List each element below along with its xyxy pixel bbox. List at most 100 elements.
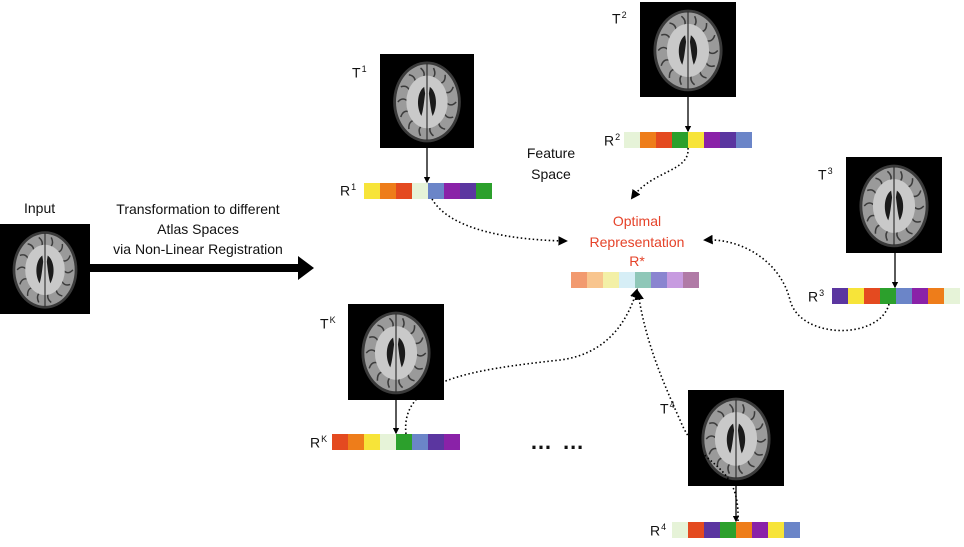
rep-cell-r3-5	[896, 288, 912, 304]
template-label-t3: T3	[818, 166, 833, 183]
dotted-arrow-r3	[703, 234, 890, 332]
optimal-line-2: Representation	[589, 234, 685, 250]
rep-cell-rk-1	[332, 434, 348, 450]
feature-space-label: Feature Space	[514, 143, 588, 185]
rep-cell-r4-7	[768, 522, 784, 538]
rep-label-r1-base: R	[340, 182, 351, 199]
template-label-t4-base: T	[660, 400, 669, 417]
rep-label-r2-sup: 2	[615, 132, 621, 142]
rep-cell-r4-2	[688, 522, 704, 538]
optimal-representation-label: Optimal Representation R*	[566, 211, 708, 270]
ellipsis: … …	[530, 429, 587, 454]
rep-cell-r3-6	[912, 288, 928, 304]
rep-cell-r1-7	[460, 183, 476, 199]
rep-cell-rk-7	[428, 434, 444, 450]
template-label-t4-sup: 4	[669, 400, 675, 410]
input-label: Input	[24, 200, 56, 216]
template-brain-tk	[348, 304, 444, 400]
rep-cell-r4-4	[720, 522, 736, 538]
template-brain-t1	[380, 54, 474, 148]
rep-label-r3: R3	[808, 288, 824, 305]
rep-cell-r3-2	[848, 288, 864, 304]
rep-cell-r3-4	[880, 288, 896, 304]
template-label-t2: T2	[612, 10, 627, 27]
rep-cell-rstar-6	[651, 272, 667, 288]
rep-cell-r1-5	[428, 183, 444, 199]
rep-label-r4: R4	[650, 522, 666, 539]
rep-cell-rstar-5	[635, 272, 651, 288]
rep-cell-r4-8	[784, 522, 800, 538]
template-label-t3-sup: 3	[827, 166, 833, 176]
rep-label-r3-sup: 3	[819, 288, 825, 298]
rep-cell-r2-3	[656, 132, 672, 148]
rep-cell-rstar-2	[587, 272, 603, 288]
template-label-t1-sup: 1	[361, 64, 367, 74]
rep-cell-r4-1	[672, 522, 688, 538]
rep-cell-r2-5	[688, 132, 704, 148]
rep-cell-r2-2	[640, 132, 656, 148]
rep-cell-r3-8	[944, 288, 960, 304]
rep-cell-r4-3	[704, 522, 720, 538]
transformation-line-3: via Non-Linear Registration	[113, 241, 283, 257]
rep-cell-r3-1	[832, 288, 848, 304]
rep-cell-r1-3	[396, 183, 412, 199]
rep-cell-rstar-1	[571, 272, 587, 288]
brain-slice-graphic	[653, 9, 723, 92]
rep-bar-rk	[332, 434, 460, 450]
rep-bar-r2	[624, 132, 752, 148]
rep-label-rk-base: R	[310, 434, 321, 451]
rep-bar-r4	[672, 522, 800, 538]
rep-cell-r2-6	[704, 132, 720, 148]
transformation-line-1: Transformation to different	[116, 201, 280, 217]
brain-slice-graphic	[393, 61, 461, 143]
template-brain-t3	[846, 157, 942, 253]
brain-slice-graphic	[361, 311, 431, 395]
brain-slice-graphic	[859, 164, 929, 248]
rep-cell-r1-2	[380, 183, 396, 199]
rep-cell-r2-1	[624, 132, 640, 148]
rep-cell-rstar-8	[683, 272, 699, 288]
rep-label-r4-sup: 4	[661, 522, 667, 532]
rep-cell-rk-3	[364, 434, 380, 450]
rep-label-r1: R1	[340, 182, 356, 199]
rep-cell-r3-3	[864, 288, 880, 304]
brain-slice-graphic	[701, 397, 771, 481]
template-label-tk-base: T	[320, 315, 329, 332]
rep-cell-rstar-7	[667, 272, 683, 288]
template-label-t4: T4	[660, 400, 675, 417]
rep-cell-r2-4	[672, 132, 688, 148]
rep-cell-r4-6	[752, 522, 768, 538]
rep-label-r2: R2	[604, 132, 620, 149]
transformation-arrow	[90, 256, 314, 280]
brain-slice-graphic	[12, 231, 78, 309]
rep-cell-r1-8	[476, 183, 492, 199]
rep-bar-r3	[832, 288, 960, 304]
rep-cell-r1-4	[412, 183, 428, 199]
template-label-t2-sup: 2	[621, 10, 627, 20]
rep-cell-rstar-3	[603, 272, 619, 288]
template-label-t1-base: T	[352, 64, 361, 81]
rep-label-rk: RK	[310, 434, 327, 451]
rep-cell-rk-5	[396, 434, 412, 450]
rep-cell-rk-4	[380, 434, 396, 450]
rep-cell-rk-8	[444, 434, 460, 450]
rep-cell-r1-6	[444, 183, 460, 199]
rep-bar-rstar	[571, 272, 699, 288]
rep-cell-r3-7	[928, 288, 944, 304]
template-label-tk: TK	[320, 315, 336, 332]
rep-bar-r1	[364, 183, 492, 199]
template-label-tk-sup: K	[329, 315, 336, 325]
optimal-line-3: R*	[629, 253, 645, 269]
input-brain-image	[0, 224, 90, 314]
template-brain-t4	[688, 390, 784, 486]
rep-cell-rstar-4	[619, 272, 635, 288]
rep-label-r1-sup: 1	[351, 182, 357, 192]
rep-cell-r2-8	[736, 132, 752, 148]
rep-cell-r2-7	[720, 132, 736, 148]
rep-label-r3-base: R	[808, 288, 819, 305]
rep-cell-rk-6	[412, 434, 428, 450]
rep-label-r4-base: R	[650, 522, 661, 539]
template-label-t2-base: T	[612, 10, 621, 27]
rep-label-rk-sup: K	[321, 434, 328, 444]
